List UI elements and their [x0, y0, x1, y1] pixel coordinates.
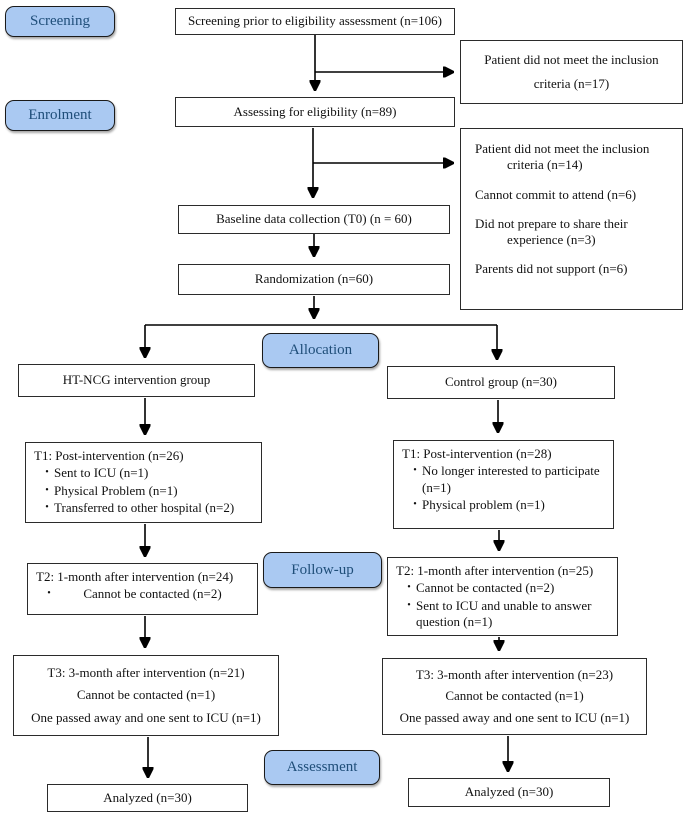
t2-title: T2: 1-month after intervention (n=25) [396, 563, 594, 578]
bullet-icon: • [45, 484, 49, 496]
list-item-text: Transferred to other hospital (n=2) [54, 499, 235, 515]
list-item: • Physical problem (n=1) [402, 497, 609, 513]
exclusion-reason: Cannot commit to attend (n=6) [475, 187, 674, 203]
list-item: • Physical Problem (n=1) [34, 483, 257, 499]
exclusion-line: Patient did not meet the inclusion [484, 51, 659, 67]
t3-line: T3: 3-month after intervention (n=23) [415, 666, 614, 682]
t3-line: Cannot be contacted (n=1) [445, 688, 584, 704]
t3-line: T3: 3-month after intervention (n=21) [47, 664, 245, 680]
exclusion-line: Patient did not meet the inclusion [475, 141, 650, 156]
exclusion-line: experience (n=3) [507, 232, 596, 247]
baseline-data-text: Baseline data collection (T0) (n = 60) [216, 211, 412, 227]
baseline-data-box: Baseline data collection (T0) (n = 60) [178, 205, 450, 234]
t1-title: T1: Post-intervention (n=26) [34, 448, 184, 463]
randomization-text: Randomization (n=60) [254, 271, 374, 287]
exclusion-line: Cannot commit to attend (n=6) [475, 186, 637, 202]
assessing-eligibility-text: Assessing for eligibility (n=89) [233, 103, 397, 119]
stage-label-followup: Follow-up [263, 552, 382, 588]
left-t2-box: T2: 1-month after intervention (n=24) • … [27, 563, 258, 615]
bullet-icon: • [47, 588, 51, 600]
bullet-icon: • [45, 467, 49, 479]
intervention-group-text: HT-NCG intervention group [62, 372, 211, 388]
exclusion-reason: Parents did not support (n=6) [475, 261, 674, 277]
list-item-text: Sent to ICU (n=1) [54, 465, 149, 481]
control-group-box: Control group (n=30) [387, 366, 615, 399]
t3-line: Cannot be contacted (n=1) [76, 687, 216, 703]
list-item: • No longer interested to participate (n… [402, 463, 609, 496]
screening-assessment-box: Screening prior to eligibility assessmen… [175, 8, 455, 35]
exclusion-box-1: Patient did not meet the inclusion crite… [460, 40, 683, 104]
list-item: • Transferred to other hospital (n=2) [34, 500, 257, 516]
list-item-text: Sent to ICU and unable to answer questio… [416, 597, 592, 629]
bullet-icon: • [407, 599, 411, 611]
stage-label-assessment: Assessment [264, 750, 380, 785]
intervention-group-box: HT-NCG intervention group [18, 364, 255, 397]
screening-assessment-text: Screening prior to eligibility assessmen… [188, 13, 442, 29]
analyzed-text: Analyzed (n=30) [464, 784, 554, 800]
list-item: • Sent to ICU (n=1) [34, 465, 257, 481]
analyzed-text: Analyzed (n=30) [103, 789, 192, 805]
list-item-text: No longer interested to participate (n=1… [422, 463, 600, 495]
exclusion-reason: Did not prepare to share their experienc… [475, 216, 674, 249]
exclusion-box-2: Patient did not meet the inclusion crite… [460, 128, 683, 310]
bullet-icon: • [413, 498, 417, 510]
left-t1-box: T1: Post-intervention (n=26) • Sent to I… [25, 442, 262, 523]
exclusion-line: criteria (n=14) [507, 157, 583, 173]
stage-label-text: Allocation [288, 342, 353, 358]
stage-label-text: Screening [30, 13, 90, 29]
list-item: • Sent to ICU and unable to answer quest… [396, 598, 613, 631]
stage-label-text: Follow-up [291, 561, 354, 578]
bullet-icon: • [407, 582, 411, 594]
right-t2-box: T2: 1-month after intervention (n=25) • … [387, 557, 618, 636]
exclusion-line: Did not prepare to share their [475, 215, 628, 231]
randomization-box: Randomization (n=60) [178, 264, 450, 295]
right-t1-box: T1: Post-intervention (n=28) • No longer… [393, 440, 614, 529]
assessing-eligibility-box: Assessing for eligibility (n=89) [175, 97, 455, 127]
exclusion-line: Parents did not support (n=6) [475, 261, 628, 277]
stage-label-screening: Screening [5, 6, 115, 37]
stage-label-allocation: Allocation [262, 333, 379, 368]
control-group-text: Control group (n=30) [444, 374, 558, 390]
bullet-icon: • [45, 501, 49, 513]
t2-title: T2: 1-month after intervention (n=24) [36, 569, 234, 584]
t3-line: One passed away and one sent to ICU (n=1… [31, 710, 261, 726]
stage-label-text: Assessment [286, 759, 358, 775]
right-analyzed-box: Analyzed (n=30) [408, 778, 610, 807]
t3-line: One passed away and one sent to ICU (n=1… [399, 710, 630, 726]
exclusion-reason: Patient did not meet the inclusion crite… [475, 141, 674, 174]
t1-title: T1: Post-intervention (n=28) [402, 446, 552, 461]
list-item-text: Physical Problem (n=1) [54, 482, 178, 498]
list-item-text: Physical problem (n=1) [422, 496, 545, 512]
right-t3-box: T3: 3-month after intervention (n=23) Ca… [382, 658, 647, 735]
list-item: • Cannot be contacted (n=2) [396, 580, 613, 596]
list-item-text: Cannot be contacted (n=2) [416, 580, 555, 596]
bullet-icon: • [413, 465, 417, 477]
stage-label-text: Enrolment [28, 107, 92, 123]
left-analyzed-box: Analyzed (n=30) [47, 784, 248, 812]
exclusion-line: criteria (n=17) [533, 76, 610, 92]
list-item: • Cannot be contacted (n=2) [36, 586, 253, 602]
left-t3-box: T3: 3-month after intervention (n=21) Ca… [13, 655, 279, 736]
list-item-text: Cannot be contacted (n=2) [83, 586, 222, 602]
stage-label-enrolment: Enrolment [5, 100, 115, 131]
